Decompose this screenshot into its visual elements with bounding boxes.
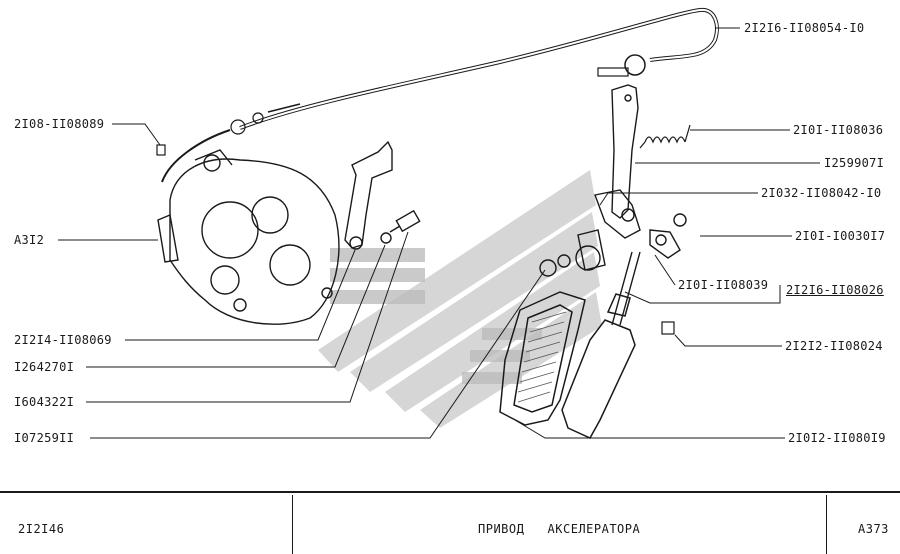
callout-nut: I07259II xyxy=(14,431,75,445)
callout-part-1259907: I259907I xyxy=(824,156,885,170)
callout-stop: 2I2I2-II08024 xyxy=(785,339,883,353)
callout-spring: 2I0I-II08036 xyxy=(793,123,884,137)
model-number: 2I2I46 xyxy=(18,522,65,536)
pedal-stop xyxy=(661,321,675,335)
sheet-number: A373 xyxy=(858,522,889,536)
title-block-divider-right xyxy=(826,495,827,554)
pedal-pad-ribs xyxy=(517,311,567,403)
carburetor xyxy=(157,149,340,325)
callout-carburetor: A3I2 xyxy=(14,233,45,247)
leader-lines xyxy=(58,27,820,439)
callout-bushing: 2I0I-I0030I7 xyxy=(795,229,886,243)
callout-cable-end-left: 2I08-II08089 xyxy=(14,117,105,131)
stripe-pattern xyxy=(330,248,542,384)
callout-washer: I264270I xyxy=(14,360,75,374)
callout-cable-assembly: 2I2I6-II08054-I0 xyxy=(744,21,865,35)
title-block: 2I2I46 ПРИВОД АКСЕЛЕРАТОРА A373 xyxy=(0,491,900,554)
return-spring xyxy=(639,124,691,149)
callout-lever: 2I0I-II08039 xyxy=(678,278,769,292)
throttle-cable xyxy=(156,7,719,183)
pedal-lever xyxy=(539,84,687,326)
drawing-title: ПРИВОД АКСЕЛЕРАТОРА xyxy=(478,522,641,536)
callout-pedal: 2I0I2-II080I9 xyxy=(788,431,886,445)
callout-bracket-pedal: 2I032-II08042-I0 xyxy=(761,186,882,200)
carb-bracket xyxy=(344,140,421,250)
callout-pedal-assembly: 2I2I6-II08026 xyxy=(786,283,884,297)
title-block-divider-left xyxy=(292,495,293,554)
callout-bolt: I604322I xyxy=(14,395,75,409)
callout-bracket-carb: 2I2I4-II08069 xyxy=(14,333,112,347)
